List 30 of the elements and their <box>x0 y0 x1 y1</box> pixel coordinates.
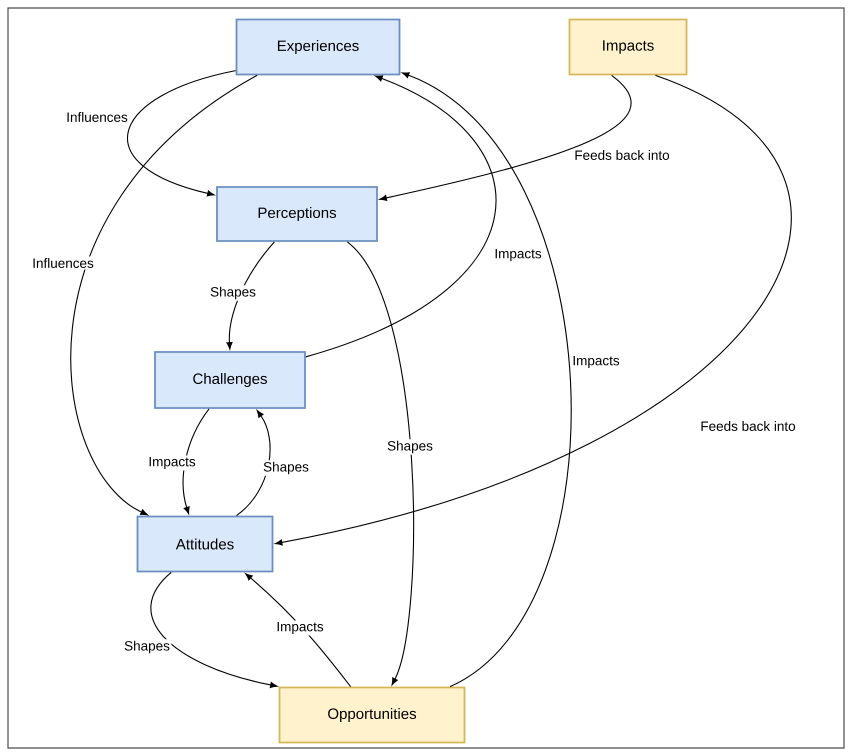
edge-label: Influences <box>64 110 130 124</box>
arrow <box>275 74 792 546</box>
arrow <box>245 573 352 687</box>
edge-label: Shapes <box>262 460 310 476</box>
concept-box: Challenges <box>154 351 306 409</box>
edge-label: Shapes <box>122 639 172 655</box>
edge-label: Feeds back into <box>572 148 672 162</box>
arrow <box>182 408 210 514</box>
arrow <box>70 74 258 516</box>
arrow <box>402 72 571 688</box>
arrow <box>236 410 271 516</box>
edge-label: Shapes <box>208 285 258 301</box>
edge-label: Feeds back into <box>698 420 798 432</box>
arrow <box>346 242 414 686</box>
arrow <box>127 70 236 196</box>
edge-label: Impacts <box>570 354 622 370</box>
edge-label: Impacts <box>146 455 198 471</box>
arrow <box>306 75 496 358</box>
concept-box: Attitudes <box>136 516 274 572</box>
concept-box: Opportunities <box>278 686 466 744</box>
concept-box: Perceptions <box>216 186 378 242</box>
arrow <box>380 75 632 201</box>
concept-box: Impacts <box>568 18 688 76</box>
arrow <box>150 572 278 688</box>
arrow <box>226 242 275 350</box>
edge-label: Shapes <box>386 439 434 455</box>
edge-label: Influences <box>30 256 96 270</box>
edge-label: Impacts <box>274 620 326 636</box>
concept-box: Experiences <box>236 18 400 76</box>
edge-label: Impacts <box>492 247 544 263</box>
